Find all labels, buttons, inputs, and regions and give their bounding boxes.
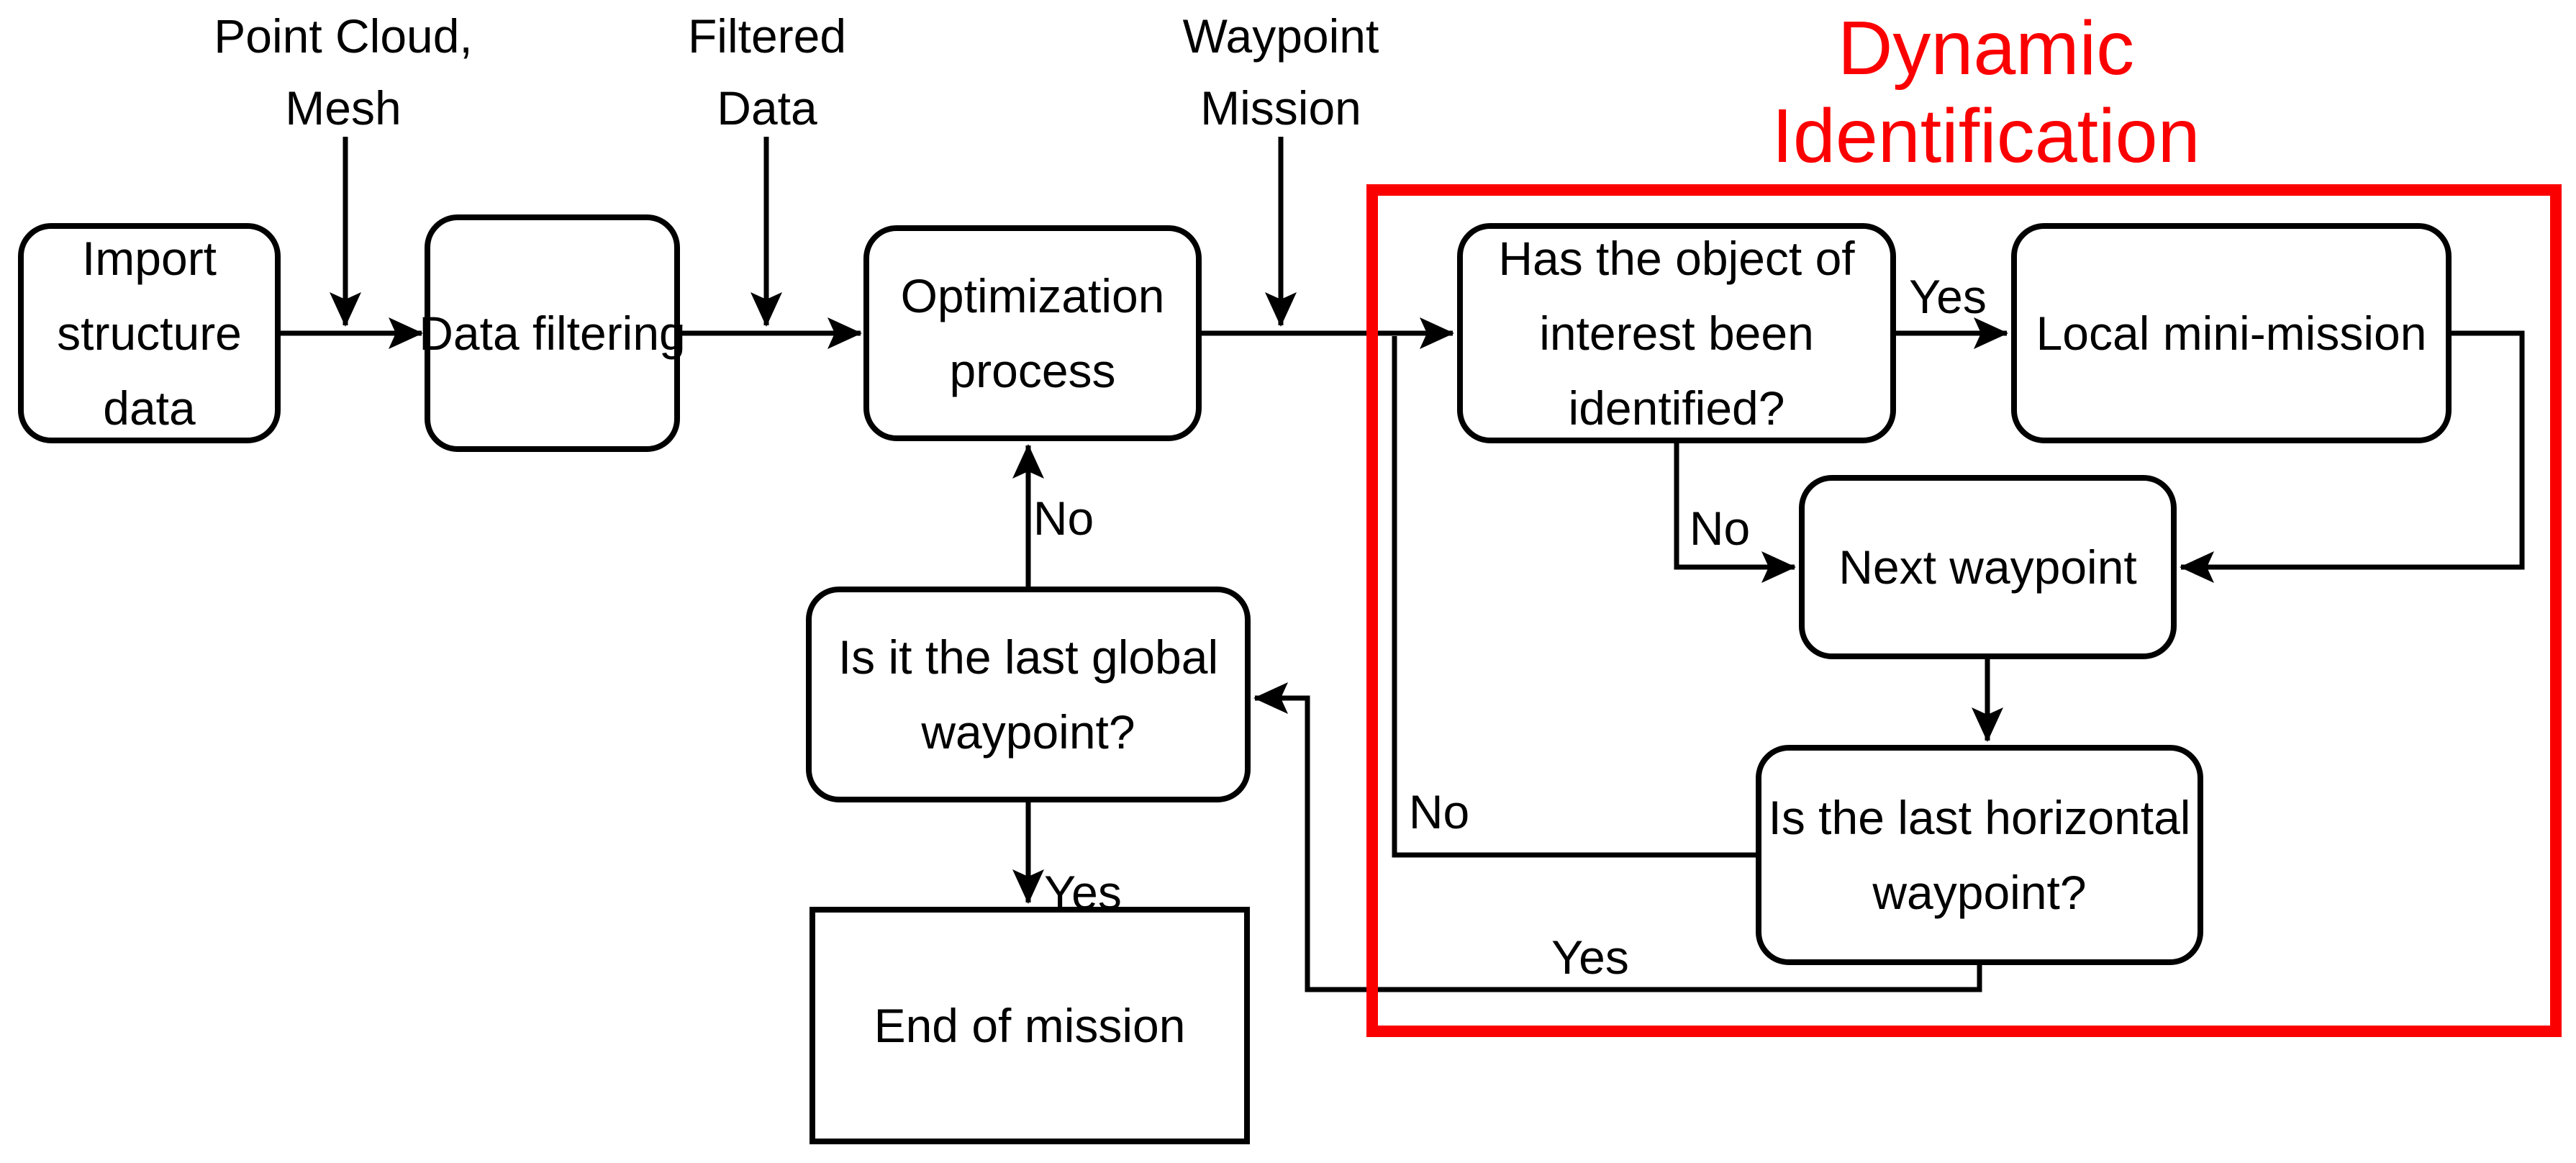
node-next-waypoint: Next waypoint	[1799, 475, 2177, 659]
annotation-point-cloud-mesh: Point Cloud, Mesh	[214, 9, 473, 135]
node-optimization-process: Optimization process	[863, 225, 1202, 441]
node-data-filtering: Data filtering	[419, 214, 686, 452]
edge-has-object-to-next-waypoint-no	[1674, 443, 1796, 583]
node-local-mini-mission: Local mini-mission	[2011, 223, 2452, 443]
dynamic-identification-highlight-box	[1366, 184, 2562, 1037]
edge-last-horizontal-loop-no	[1392, 336, 1756, 858]
annotation-filtered-data: Filtered Data	[687, 9, 847, 135]
edge-label-yes-horizontal-to-global: Yes	[1551, 931, 1629, 984]
edge-local-mini-to-next-waypoint	[2180, 330, 2525, 583]
node-label: Next waypoint	[1838, 540, 2137, 594]
node-label: Is the last horizontal waypoint?	[1768, 791, 2191, 919]
node-last-horizontal-waypoint: Is the last horizontal waypoint?	[1756, 745, 2203, 965]
node-label: End of mission	[874, 999, 1186, 1052]
node-label: Data filtering	[419, 307, 686, 360]
annotation-waypoint-mission: Waypoint Mission	[1182, 9, 1379, 135]
node-label: Has the object of interest been identifi…	[1498, 232, 1855, 435]
edge-label-no-global-to-optimization: No	[1033, 492, 1094, 545]
node-has-object-identified: Has the object of interest been identifi…	[1457, 223, 1896, 443]
edge-label-no-horizontal-loop: No	[1408, 785, 1470, 838]
dynamic-identification-title: Dynamic Identification	[1772, 6, 2200, 178]
node-label: Is it the last global waypoint?	[838, 630, 1219, 759]
node-import-structure-data: Import structure data	[18, 223, 281, 443]
edge-label-no-has-to-next: No	[1689, 502, 1751, 555]
edge-last-horizontal-to-last-global-yes	[1253, 682, 1982, 992]
node-label: Local mini-mission	[2036, 307, 2427, 360]
edge-label-yes-global-to-end: Yes	[1044, 866, 1122, 919]
node-label: Import structure data	[57, 232, 242, 435]
node-label: Optimization process	[900, 269, 1165, 397]
edge-label-yes-has-to-local: Yes	[1909, 270, 1987, 323]
node-last-global-waypoint: Is it the last global waypoint?	[806, 587, 1251, 802]
node-end-of-mission: End of mission	[809, 907, 1250, 1144]
